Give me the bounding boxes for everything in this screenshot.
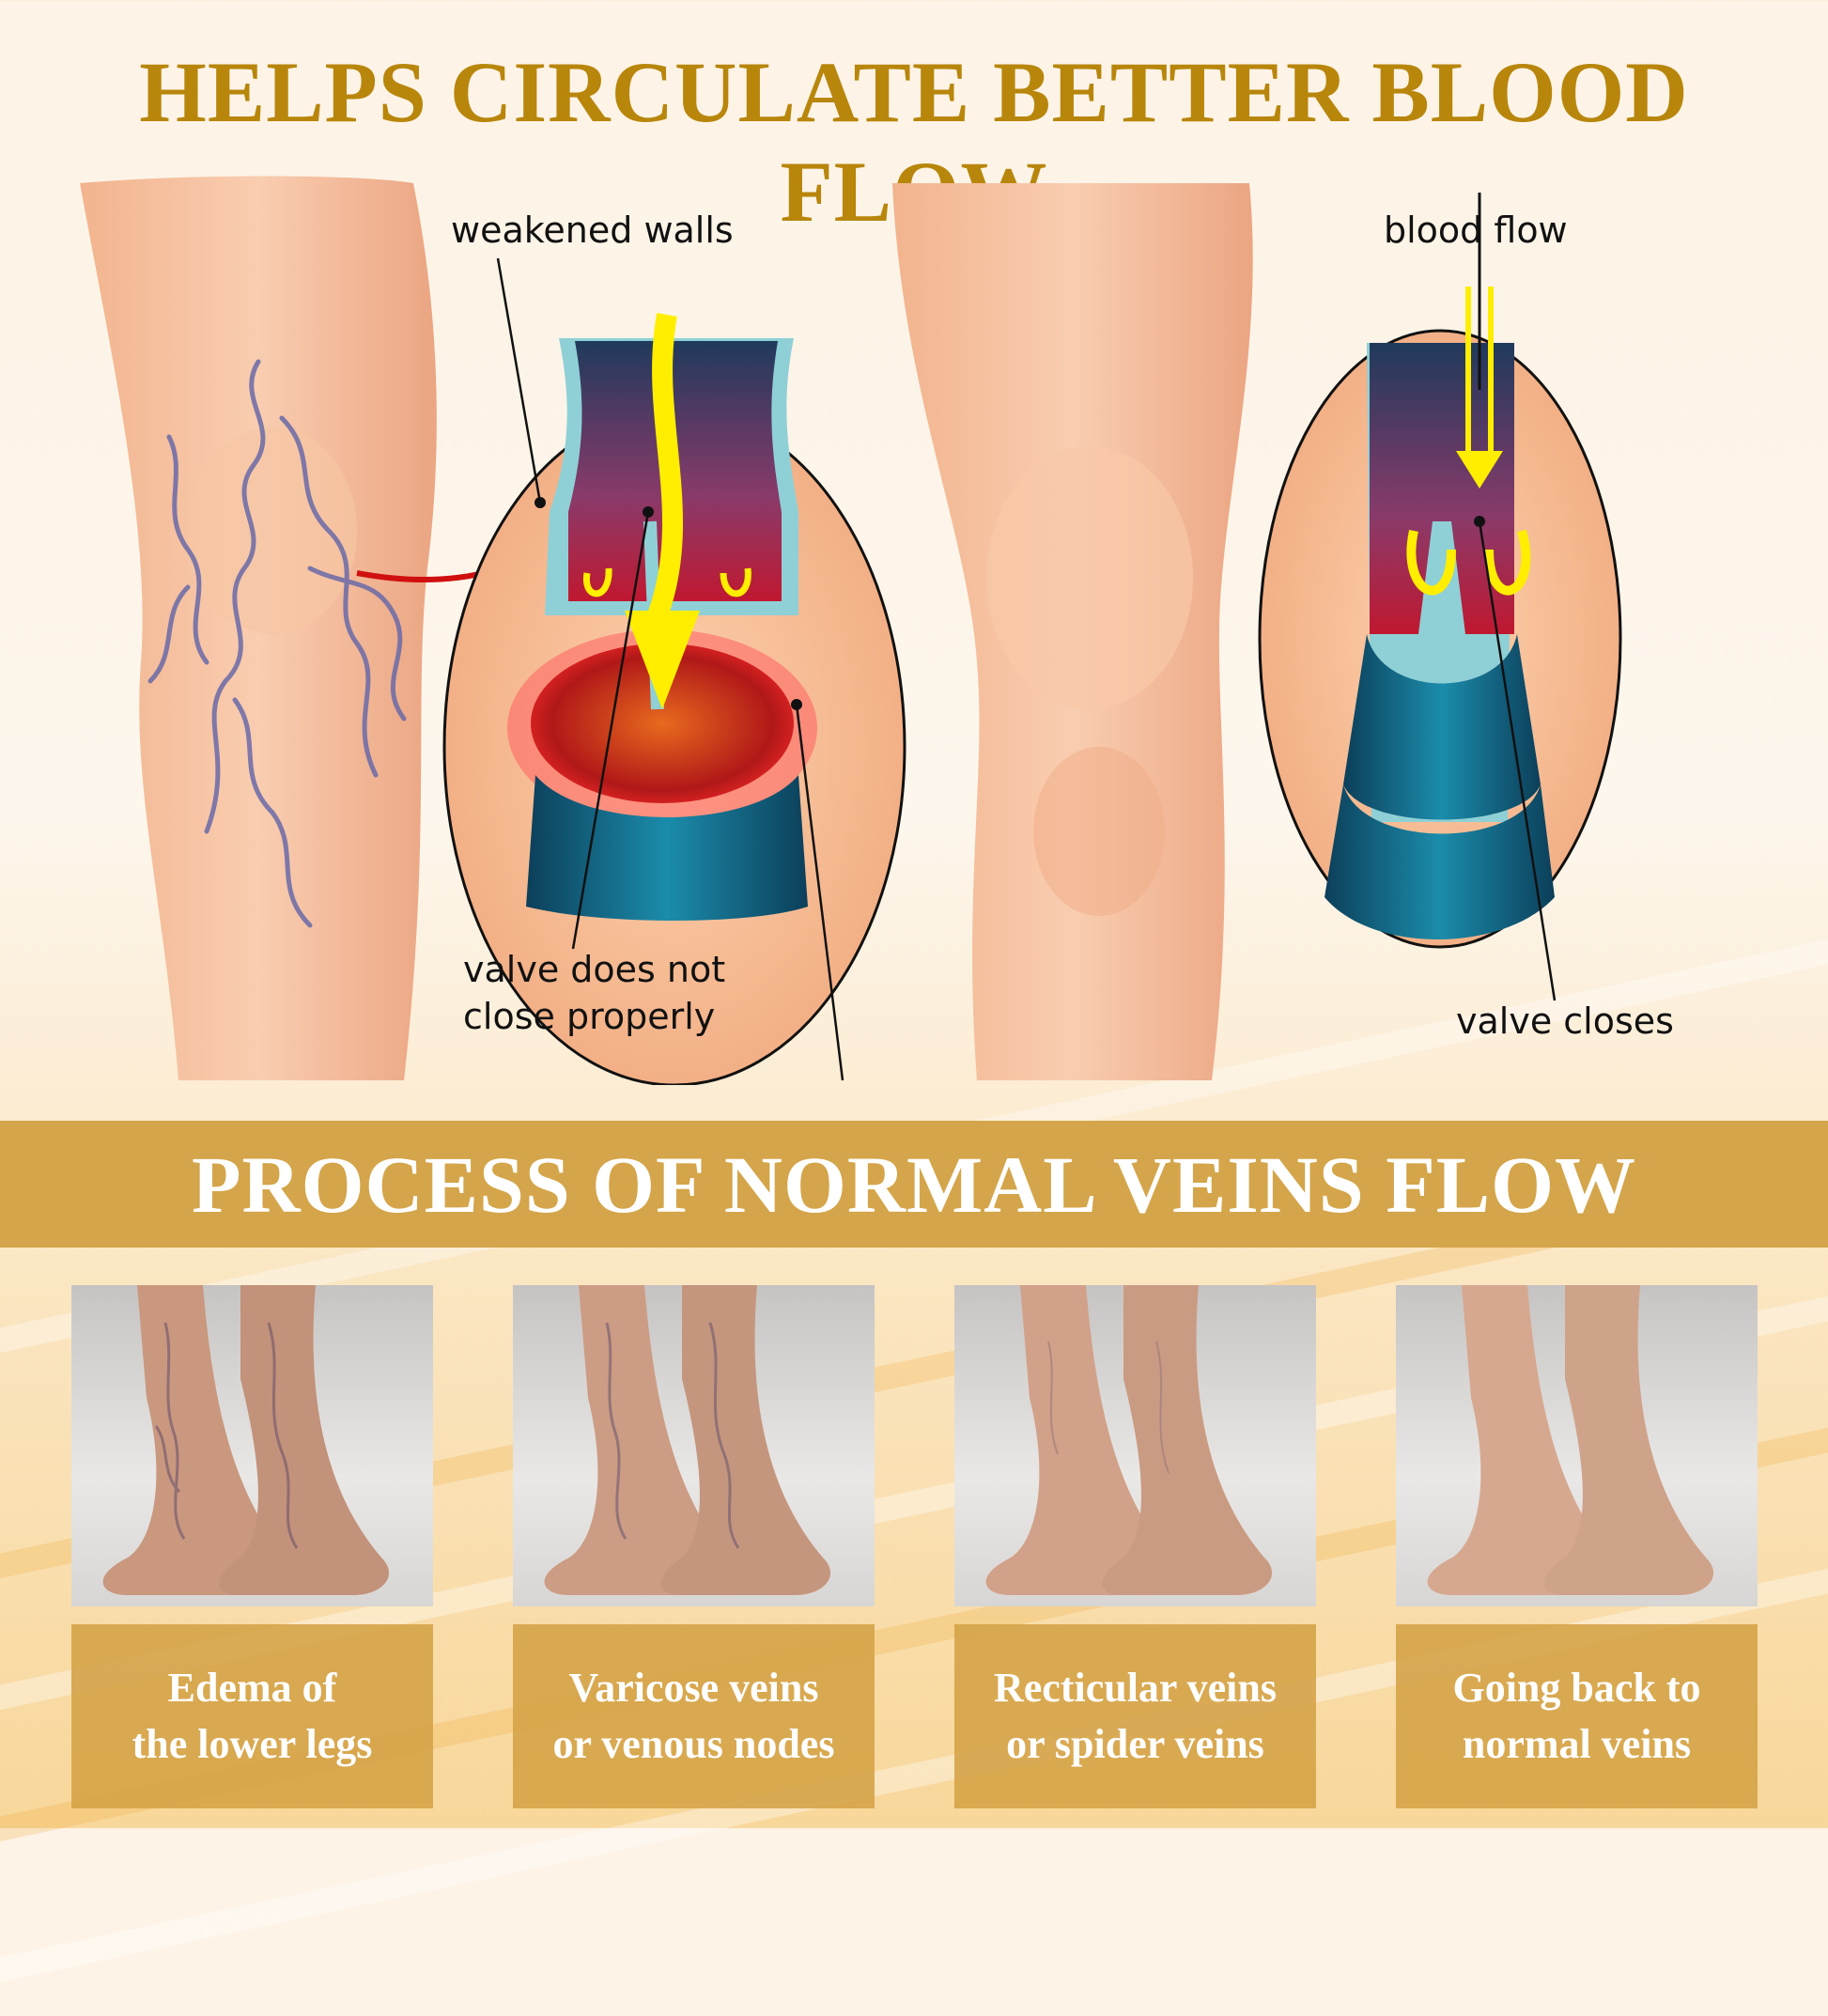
stage-photo-1: [71, 1285, 433, 1606]
stage-caption-3-line2: or spider veins: [1006, 1721, 1264, 1767]
label-valve-closes: valve closes: [1456, 1000, 1674, 1042]
stage-caption-1-line1: Edema of: [167, 1665, 337, 1711]
stage-caption-1-line2: the lower legs: [132, 1721, 373, 1767]
label-weakened-walls: weakened walls: [451, 209, 734, 251]
label-blood-flow: blood flow: [1384, 209, 1568, 251]
section-title: PROCESS OF NORMAL VEINS FLOW: [192, 1139, 1636, 1230]
stage-caption-4: Going back to normal veins: [1396, 1624, 1758, 1808]
section-band: PROCESS OF NORMAL VEINS FLOW: [0, 1121, 1828, 1248]
vein-diagram: weakened walls valve does not close prop…: [80, 176, 1674, 1085]
stage-photo-2: [513, 1285, 875, 1606]
label-valve-not-close-1: valve does not: [463, 949, 725, 990]
stage-caption-4-line1: Going back to: [1452, 1665, 1701, 1711]
stage-caption-3-line1: Recticular veins: [993, 1665, 1278, 1711]
stage-caption-2-line2: or venous nodes: [552, 1721, 835, 1767]
stage-photo-4: [1396, 1285, 1758, 1606]
stage-caption-2: Varicose veins or venous nodes: [513, 1624, 875, 1808]
stage-caption-4-line2: normal veins: [1462, 1721, 1692, 1767]
label-valve-not-close-2: close properly: [463, 996, 715, 1037]
stage-caption-1: Edema of the lower legs: [71, 1624, 433, 1808]
stage-caption-3: Recticular veins or spider veins: [954, 1624, 1316, 1808]
stage-caption-2-line1: Varicose veins: [568, 1665, 819, 1711]
stage-photo-3: [954, 1285, 1316, 1606]
